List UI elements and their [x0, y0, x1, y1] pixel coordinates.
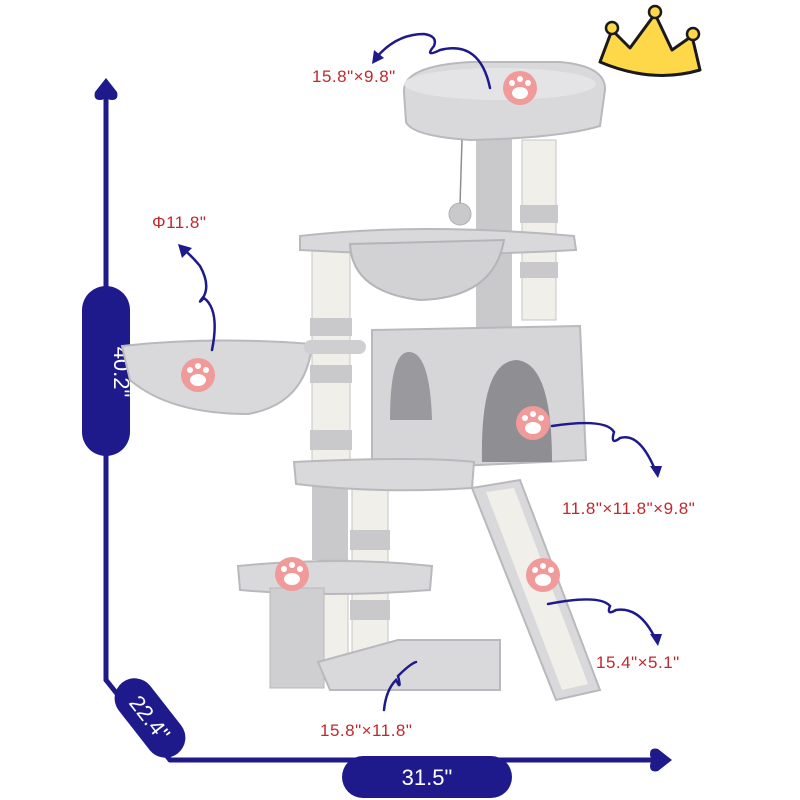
paw-icon	[181, 358, 215, 392]
width-label: 31.5"	[402, 765, 453, 790]
paw-icon	[503, 71, 537, 105]
heart-arrow-right-icon	[650, 748, 672, 772]
paw-icon	[516, 406, 550, 440]
arrowheads	[178, 50, 662, 646]
top-perch-dimension: 15.8"×9.8"	[312, 67, 396, 86]
ramp-dimension: 15.4"×5.1"	[596, 653, 680, 672]
width-badge: 31.5"	[342, 756, 512, 798]
heart-arrow-top-icon	[94, 78, 118, 100]
hammock-dimension: Φ11.8"	[152, 213, 206, 232]
base-dimension: 15.8"×11.8"	[320, 721, 412, 740]
paw-icon	[275, 557, 309, 591]
depth-badge: 22.4"	[114, 678, 186, 758]
condo-dimension: 11.8"×11.8"×9.8"	[562, 499, 695, 518]
height-badge: 40.2"	[82, 286, 134, 456]
crown-icon	[598, 4, 702, 77]
paw-icon	[526, 558, 560, 592]
callout-arrows	[180, 32, 658, 712]
